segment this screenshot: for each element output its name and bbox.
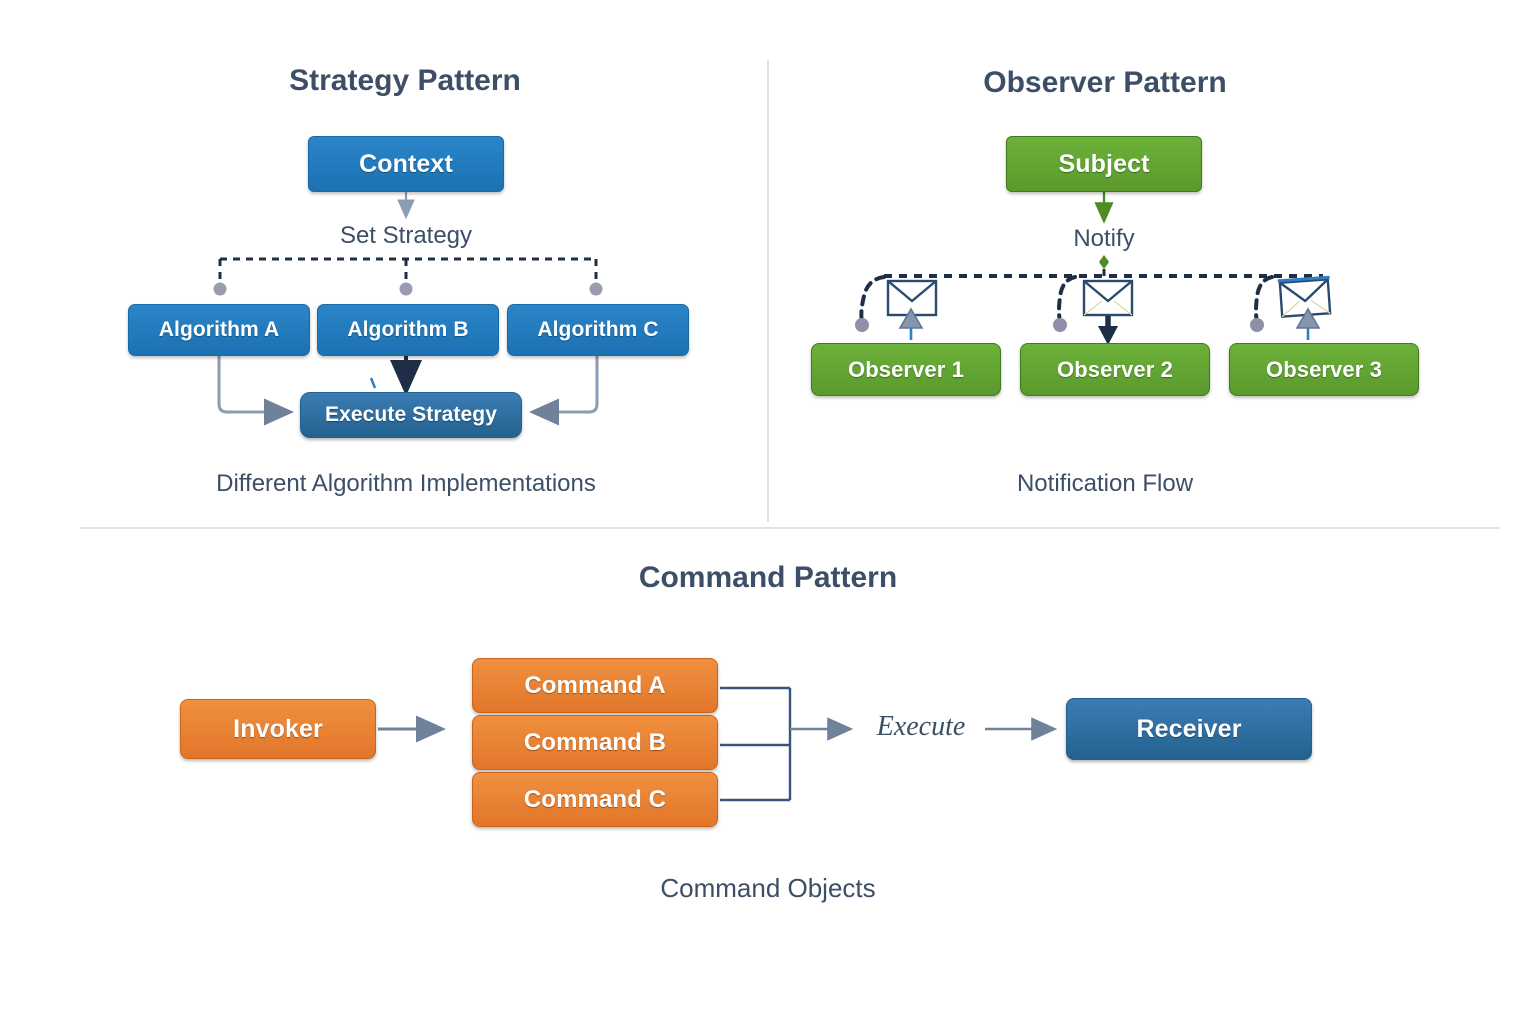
command-receiver-box[interactable]: Receiver [1066,698,1312,760]
observer-subject-box[interactable]: Subject [1006,136,1202,192]
strategy-pattern-title: Strategy Pattern [289,64,521,97]
observer-2-box[interactable]: Observer 2 [1020,343,1210,396]
strategy-caption: Different Algorithm Implementations [216,470,596,497]
strategy-algorithm-b-box[interactable]: Algorithm B [317,304,499,356]
envelope-icon-1 [886,279,938,317]
divider-vertical [767,60,769,522]
observer-caption: Notification Flow [1016,470,1194,497]
envelope-icon-3 [1277,275,1332,318]
divider-horizontal [80,527,1500,529]
command-pattern-title: Command Pattern [638,561,898,594]
command-caption: Command Objects [660,873,876,903]
strategy-algorithm-a-box[interactable]: Algorithm A [128,304,310,356]
command-c-box[interactable]: Command C [472,772,718,827]
command-a-box[interactable]: Command A [472,658,718,713]
observer-pattern-title: Observer Pattern [983,66,1227,99]
observer-notify-label: Notify [1073,225,1135,252]
strategy-set-strategy-label: Set Strategy [339,222,473,249]
command-invoker-box[interactable]: Invoker [180,699,376,759]
envelope-icon-2 [1082,279,1134,317]
strategy-execute-box[interactable]: Execute Strategy [300,392,522,438]
command-b-box[interactable]: Command B [472,715,718,770]
observer-1-box[interactable]: Observer 1 [811,343,1001,396]
command-execute-label: Execute [876,711,966,742]
observer-3-box[interactable]: Observer 3 [1229,343,1419,396]
strategy-algorithm-c-box[interactable]: Algorithm C [507,304,689,356]
strategy-context-box[interactable]: Context [308,136,504,192]
